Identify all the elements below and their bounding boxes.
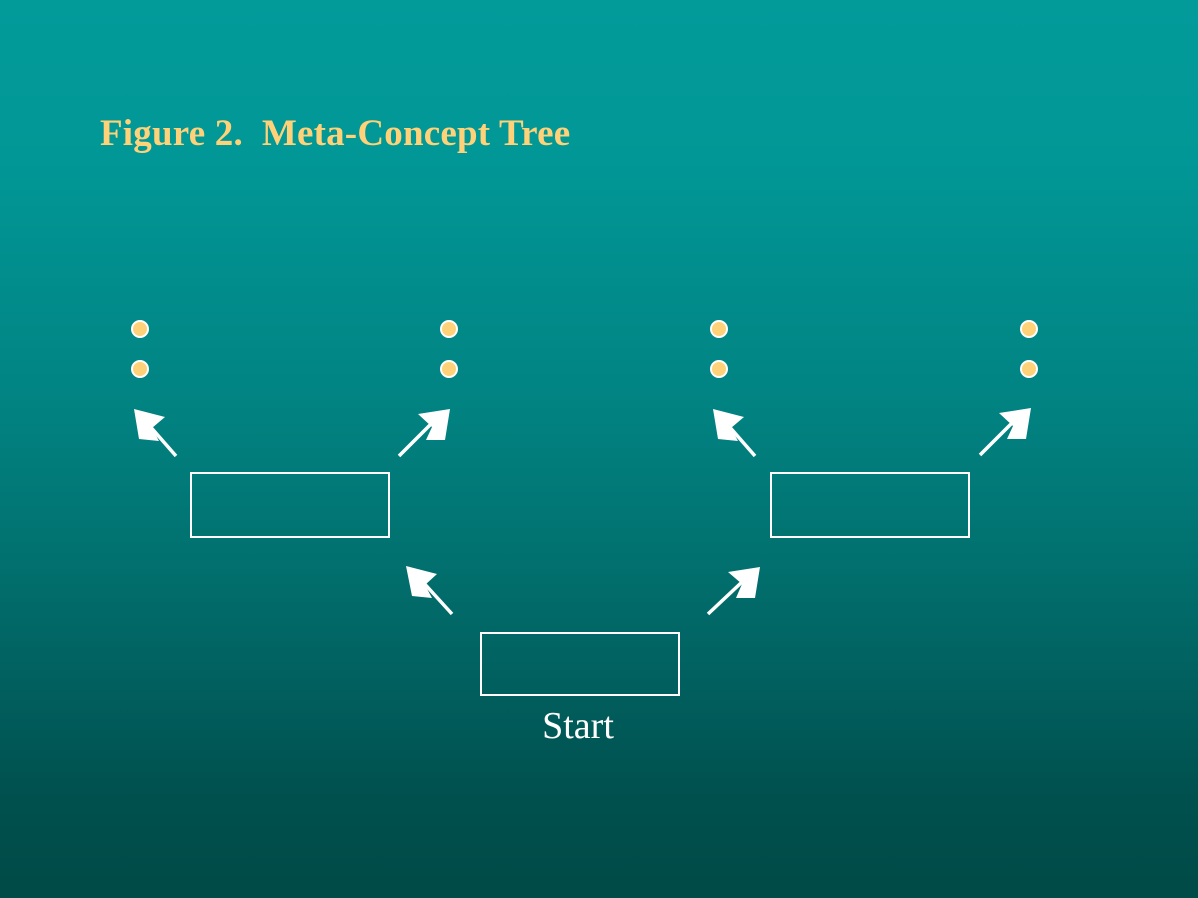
start-label: Start <box>542 705 614 747</box>
leaf-bullet-2-bottom <box>440 360 458 378</box>
arrow-start-to-right-branch <box>706 567 760 616</box>
leaf-bullet-3-top <box>710 320 728 338</box>
start-node[interactable] <box>480 632 680 696</box>
right-branch-node[interactable] <box>770 472 970 538</box>
start-label-wrapper: Start <box>0 704 1198 748</box>
arrow-left-branch-to-leaf-2 <box>397 409 450 458</box>
leaf-bullet-3-bottom <box>710 360 728 378</box>
leaf-bullet-2-top <box>440 320 458 338</box>
arrow-left-branch-to-leaf-1 <box>134 409 178 458</box>
page-title: Figure 2. Meta-Concept Tree <box>100 113 571 154</box>
left-branch-node[interactable] <box>190 472 390 538</box>
leaf-bullet-1-top <box>131 320 149 338</box>
arrow-start-to-left-branch <box>406 566 454 616</box>
arrow-right-branch-to-leaf-3 <box>713 409 757 458</box>
leaf-bullet-1-bottom <box>131 360 149 378</box>
leaf-bullet-4-bottom <box>1020 360 1038 378</box>
leaf-bullet-4-top <box>1020 320 1038 338</box>
arrow-right-branch-to-leaf-4 <box>978 408 1031 457</box>
